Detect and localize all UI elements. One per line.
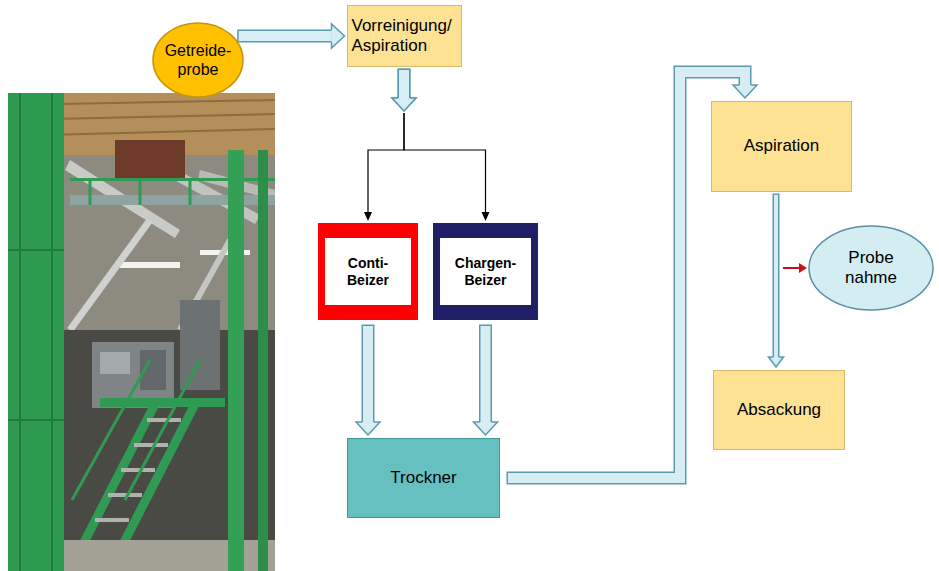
illustration-part [139,178,142,205]
flow-arrow [364,69,416,222]
arrow-outline [237,30,331,43]
sampling-ellipse: Probe nahme [808,225,934,311]
arrow-head [769,357,784,367]
illustration-part [121,468,155,472]
illustration-part [70,220,150,330]
illustration-part [125,360,200,500]
illustration-part [258,150,268,571]
flow-arrow [356,325,380,436]
label-band: Chargen- Beizer [440,238,531,305]
arrow-head [482,212,490,221]
arrow-body [363,326,373,422]
arrow-outline [398,69,411,99]
node-label: Absackung [737,400,821,420]
illustration-part [8,93,64,571]
arrow-body [399,70,409,98]
arrow-head [364,212,372,221]
dryer-box: Trockner [347,438,500,518]
process-box: Absackung [713,370,845,450]
flow-arrow [392,69,490,222]
arrow-head [356,422,380,435]
illustration-part [180,300,220,390]
arrow-head [332,24,345,48]
node-label: Trockner [390,468,456,488]
arrow-outline [507,72,746,478]
treater-box: Chargen- Beizer [433,223,538,320]
illustration-part [51,93,53,571]
node-label: Vorreinigung/ Aspiration [352,16,452,57]
illustration-part [228,150,244,571]
connector-line [368,113,404,212]
illustration-part [95,518,129,522]
arrow-body [481,326,491,422]
node-label: Probe nahme [845,248,897,289]
process-box: Aspiration [711,101,852,192]
ellipse-outline [809,226,933,310]
illustration-part [189,178,192,205]
illustration-part [120,262,180,268]
illustration-part [110,404,200,560]
text-group: Trockner [390,468,456,488]
arrow-outline [398,69,411,99]
text-group: Chargen- Beizer [455,255,516,289]
ellipse-outline [152,22,244,98]
illustration-part [108,493,142,497]
text-group: Probe nahme [845,248,897,289]
arrow-head [474,422,498,435]
flow-arrow [769,194,784,368]
illustration-part [89,178,92,205]
illustration-part [783,267,799,269]
arrow-body [774,195,778,357]
flow-arrow [474,325,498,436]
illustration-part [8,249,64,251]
flow-arrow [237,24,344,48]
illustration-part [70,178,275,181]
arrow-body [508,72,745,478]
process-box: Vorreinigung/ Aspiration [347,5,462,67]
text-group: Conti- Beizer [347,255,389,289]
text-group: Aspiration [744,136,820,156]
connector-line [404,113,486,212]
arrow-outline [479,325,492,423]
text-group: Vorreinigung/ Aspiration [352,16,452,57]
text-group: Getreide- probe [165,41,232,79]
illustration-part [115,140,185,178]
illustration-part [134,443,168,447]
arrow-body [239,31,332,41]
arrow-head [392,98,416,111]
node-label: Aspiration [744,136,820,156]
illustration-part [8,93,275,571]
text-group: Absackung [737,400,821,420]
illustration-part [799,263,807,273]
node-label: Chargen- Beizer [455,255,516,289]
illustration-part [8,419,64,421]
illustration-part [100,398,225,407]
node-label: Getreide- probe [165,41,232,79]
ellipse-outline [153,23,243,97]
arrow-body [399,70,409,98]
illustration-part [100,352,130,374]
illustration-part [147,418,181,422]
arrow-outline [362,325,375,423]
treater-box: Conti- Beizer [318,223,418,320]
node-label: Conti- Beizer [347,255,389,289]
illustration-part [8,93,275,571]
label-band: Conti- Beizer [325,238,411,305]
arrow-head [733,85,757,98]
illustration-part [70,195,275,205]
illustration-part [19,93,21,571]
arrow-outline [773,194,780,358]
sample-ellipse: Getreide- probe [152,22,244,98]
illustration-part [72,360,150,500]
arrow-head [392,98,416,111]
